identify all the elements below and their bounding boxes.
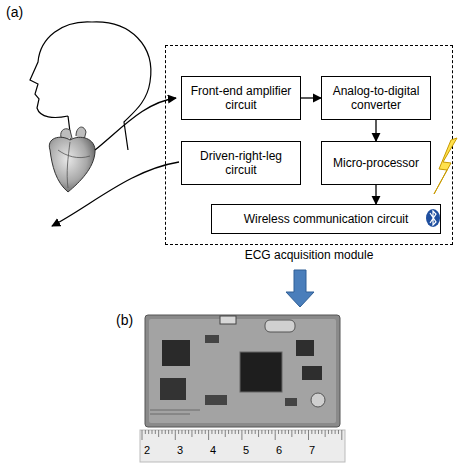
wireless-symbol: [434, 138, 457, 194]
ruler-tick: [151, 430, 152, 434]
bluetooth-icon: [426, 209, 440, 227]
ruler-tick: [155, 430, 156, 434]
ruler-tick: [311, 430, 312, 434]
lead-wire: [52, 162, 179, 226]
panel-label: (b): [116, 312, 133, 328]
ruler-tick: [171, 430, 172, 434]
ruler-tick: [188, 430, 189, 434]
process-box: Micro-processor: [321, 141, 431, 185]
process-box: Analog-to-digital converter: [321, 76, 431, 120]
ruler-tick: [265, 430, 266, 434]
module-outline: ECG acquisition moduleFront-end amplifie…: [165, 45, 453, 245]
ruler-tick: [191, 430, 192, 437]
ruler-tick: [275, 430, 276, 440]
ruler-tick: [195, 430, 196, 434]
ruler-tick: [211, 430, 212, 434]
ruler-tick: [245, 430, 246, 434]
ruler-tick: [148, 430, 149, 434]
ruler-tick: [248, 430, 249, 434]
ruler-number: 7: [309, 444, 315, 456]
signal-arrow: [301, 97, 321, 98]
ruler-tick: [278, 430, 279, 434]
ruler-tick: [238, 430, 239, 434]
process-box: Wireless communication circuit: [211, 204, 441, 234]
ruler-number: 6: [276, 444, 282, 456]
box-label: Analog-to-digital converter: [328, 84, 424, 113]
ruler-tick: [305, 430, 306, 434]
ruler-tick: [231, 430, 232, 434]
ruler-tick: [145, 430, 146, 434]
ruler-tick: [225, 430, 226, 437]
ruler-tick: [325, 430, 326, 437]
ruler-tick: [158, 430, 159, 437]
ruler-tick: [315, 430, 316, 434]
ruler-tick: [178, 430, 179, 434]
ruler-tick: [285, 430, 286, 434]
ruler-tick: [261, 430, 262, 434]
ruler-tick: [198, 430, 199, 434]
ruler-tick: [298, 430, 299, 434]
ruler-tick: [318, 430, 319, 434]
ruler-tick: [181, 430, 182, 434]
ruler-tick: [161, 430, 162, 434]
ruler-tick: [215, 430, 216, 434]
process-box: Driven-right-leg circuit: [181, 141, 301, 185]
panel-label: (a): [6, 4, 23, 20]
ruler-tick: [241, 430, 242, 440]
box-label: Driven-right-leg circuit: [188, 149, 294, 178]
ruler-tick: [295, 430, 296, 434]
ruler: [140, 430, 345, 462]
ruler-tick: [321, 430, 322, 434]
lead-wire: [95, 98, 176, 150]
ruler-tick: [258, 430, 259, 437]
ruler-tick: [341, 430, 342, 440]
ruler-tick: [201, 430, 202, 434]
ruler-number: 3: [177, 444, 183, 456]
ruler-tick: [142, 430, 143, 440]
ruler-tick: [335, 430, 336, 434]
ruler-tick: [338, 430, 339, 434]
ruler-tick: [221, 430, 222, 434]
ruler-tick: [331, 430, 332, 434]
ruler-tick: [208, 430, 209, 440]
ruler-tick: [328, 430, 329, 434]
box-label: Front-end amplifier circuit: [188, 84, 294, 113]
ruler-tick: [271, 430, 272, 434]
ruler-tick: [218, 430, 219, 434]
box-label: Micro-processor: [333, 156, 419, 170]
ruler-tick: [175, 430, 176, 440]
ruler-tick: [255, 430, 256, 434]
ruler-tick: [308, 430, 309, 440]
ruler-tick: [165, 430, 166, 434]
ruler-tick: [291, 430, 292, 437]
ruler-number: 4: [210, 444, 216, 456]
ruler-tick: [251, 430, 252, 434]
ruler-tick: [301, 430, 302, 434]
signal-arrow: [375, 120, 376, 141]
ruler-tick: [205, 430, 206, 434]
ruler-tick: [288, 430, 289, 434]
module-label: ECG acquisition module: [166, 248, 452, 262]
ruler-tick: [235, 430, 236, 434]
board-photo: [145, 315, 340, 427]
process-box: Front-end amplifier circuit: [181, 76, 301, 120]
ruler-number: 5: [243, 444, 249, 456]
block-arrow: [286, 270, 314, 307]
ruler-number: 2: [144, 444, 150, 456]
signal-arrow: [375, 185, 376, 204]
ruler-tick: [268, 430, 269, 434]
ruler-tick: [185, 430, 186, 434]
ruler-tick: [281, 430, 282, 434]
ruler-tick: [168, 430, 169, 434]
heart-illustration: [49, 127, 95, 192]
box-label: Wireless communication circuit: [244, 212, 409, 226]
head-outline: [30, 22, 151, 150]
ruler-tick: [228, 430, 229, 434]
